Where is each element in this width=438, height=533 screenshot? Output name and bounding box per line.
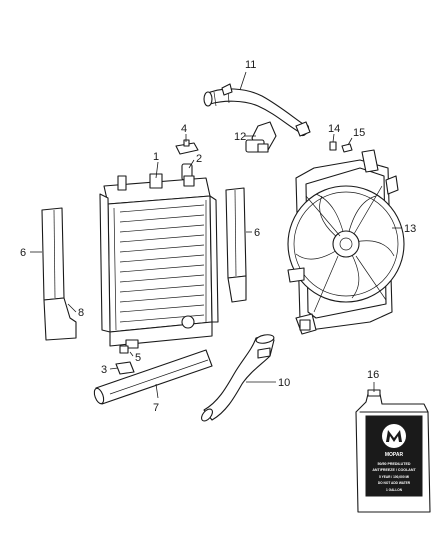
callout-3: 3 (101, 364, 107, 376)
air-seal-right (225, 187, 247, 303)
mopar-logo-icon (382, 424, 406, 448)
callout-14: 14 (328, 123, 340, 135)
jug-brand: MOPAR (385, 452, 404, 458)
callout-15: 15 (353, 127, 365, 139)
air-seal-left (41, 207, 65, 301)
leader-2 (188, 159, 195, 169)
fastener-clip (329, 141, 337, 151)
callout-13: 13 (404, 223, 416, 235)
leader-14 (332, 133, 335, 143)
mount-isolator (115, 361, 135, 375)
upper-radiator-hose (203, 83, 311, 137)
lower-radiator-hose (201, 334, 275, 422)
leader-11 (239, 71, 247, 91)
callout-6b: 6 (254, 227, 260, 239)
callout-4: 4 (181, 123, 187, 135)
callout-11: 11 (245, 59, 256, 71)
callout-10: 10 (278, 377, 290, 389)
coolant-jug: MOPAR 50/50 PREDILUTED ANTIFREEZE / COOL… (355, 389, 431, 513)
hose-connector (245, 121, 277, 153)
radiator (99, 173, 219, 349)
callout-8: 8 (78, 307, 84, 319)
jug-line-3: 5 YEAR / 100,000 MI (379, 475, 409, 479)
lower-air-seal (43, 297, 77, 341)
jug-line-5: 1 GALLON (386, 488, 403, 492)
callout-7: 7 (153, 402, 159, 414)
callout-2: 2 (196, 153, 202, 165)
leader-5 (129, 351, 134, 357)
callout-12: 12 (234, 131, 246, 143)
drain-petcock (119, 345, 129, 354)
mounting-bolt (341, 143, 353, 153)
cooling-fan-module (287, 149, 405, 335)
callout-1: 1 (153, 151, 159, 163)
callout-5: 5 (135, 352, 141, 364)
jug-line-1: 50/50 PREDILUTED (378, 462, 411, 466)
leader-7 (155, 383, 159, 399)
lower-air-deflector (93, 349, 213, 405)
leader-15 (347, 137, 353, 146)
leader-3 (109, 367, 119, 370)
callout-6a: 6 (20, 247, 26, 259)
jug-line-4: DO NOT ADD WATER (378, 481, 411, 485)
leader-1 (155, 161, 159, 179)
leader-8 (67, 303, 77, 313)
radiator-bracket (175, 139, 199, 155)
callout-16: 16 (367, 369, 379, 381)
jug-line-2: ANTIFREEZE / COOLANT (372, 468, 416, 472)
